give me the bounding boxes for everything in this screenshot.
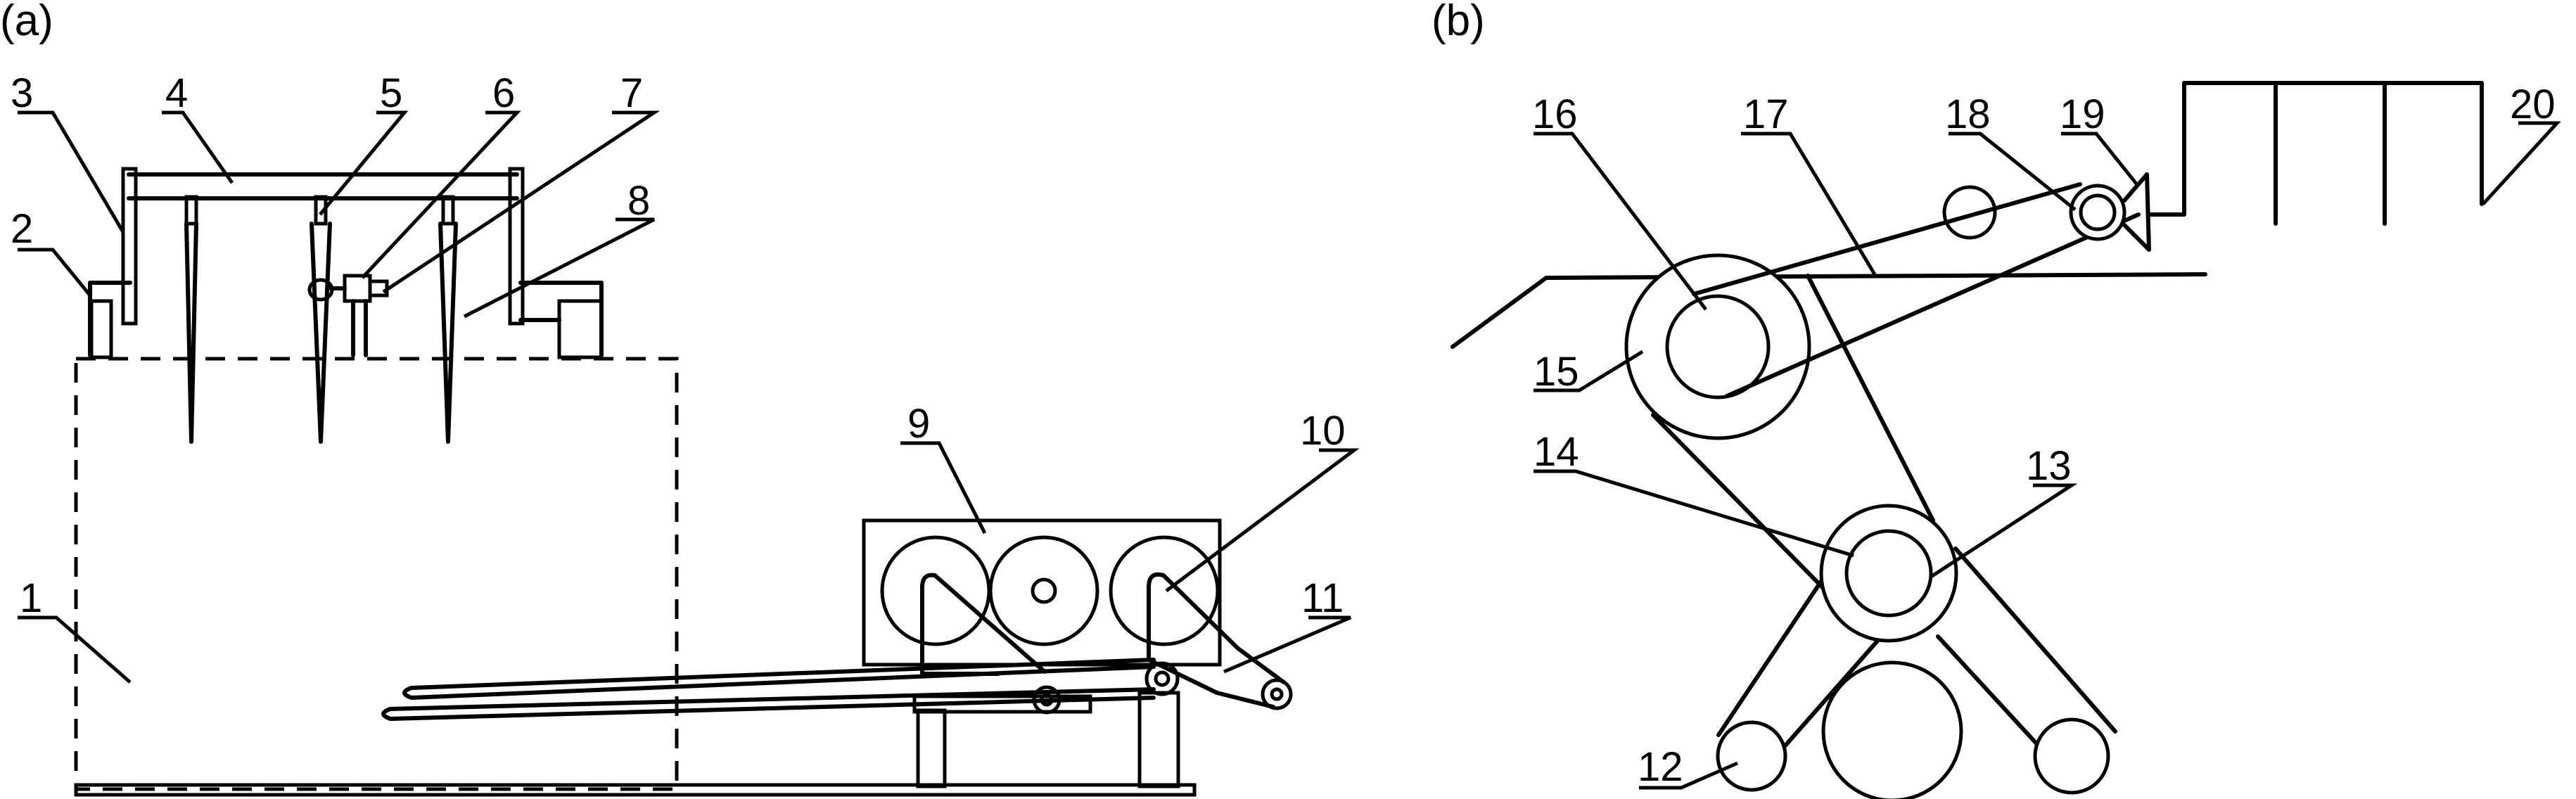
panel-a: (a) (0, 0, 1360, 797)
label-2: 2 (11, 206, 33, 252)
needle-left (184, 195, 198, 444)
label-17: 17 (1743, 91, 1789, 137)
roller-box-part-9 (862, 518, 1222, 667)
pulley-13-14 (1819, 504, 1958, 643)
label-1: 1 (20, 575, 42, 621)
label-18: 18 (1945, 91, 1991, 137)
label-3: 3 (11, 70, 33, 116)
part-18-19 (2069, 172, 2151, 252)
panel-a-label: (a) (0, 0, 53, 45)
rail (1450, 272, 2207, 349)
arm-roller (1942, 185, 1997, 240)
belt-lines (1651, 274, 2117, 753)
label-13: 13 (2026, 443, 2072, 489)
clamp-part-6-7 (329, 274, 389, 357)
label-8: 8 (627, 178, 650, 224)
label-14: 14 (1534, 429, 1579, 475)
label-6: 6 (492, 70, 515, 116)
base-plate (74, 783, 1197, 797)
label-15: 15 (1534, 349, 1579, 395)
label-19: 19 (2060, 91, 2105, 137)
label-4: 4 (165, 70, 188, 116)
label-10: 10 (1300, 408, 1346, 454)
pulley-15-16 (1624, 253, 1811, 440)
panel-b: (b) (1432, 0, 2561, 799)
panel-b-label: (b) (1432, 0, 1485, 45)
leaders-b (1534, 121, 2561, 790)
label-20: 20 (2510, 82, 2556, 127)
arm-part-17 (1692, 182, 2141, 398)
label-16: 16 (1532, 91, 1578, 137)
leaders-a (18, 110, 1360, 684)
dashed-body-part-1 (74, 357, 679, 791)
bottom-pulleys (1716, 660, 2110, 799)
support-legs (916, 691, 1180, 788)
label-11: 11 (1301, 575, 1344, 621)
frame-part-20 (2147, 81, 2484, 226)
sliding-boards (381, 658, 1156, 721)
needle-middle (307, 195, 334, 444)
label-9: 9 (907, 401, 930, 447)
needle-right (438, 195, 458, 444)
label-5: 5 (380, 70, 402, 116)
linkage-arms (920, 572, 1293, 710)
label-7: 7 (620, 70, 643, 116)
label-12: 12 (1638, 744, 1683, 790)
